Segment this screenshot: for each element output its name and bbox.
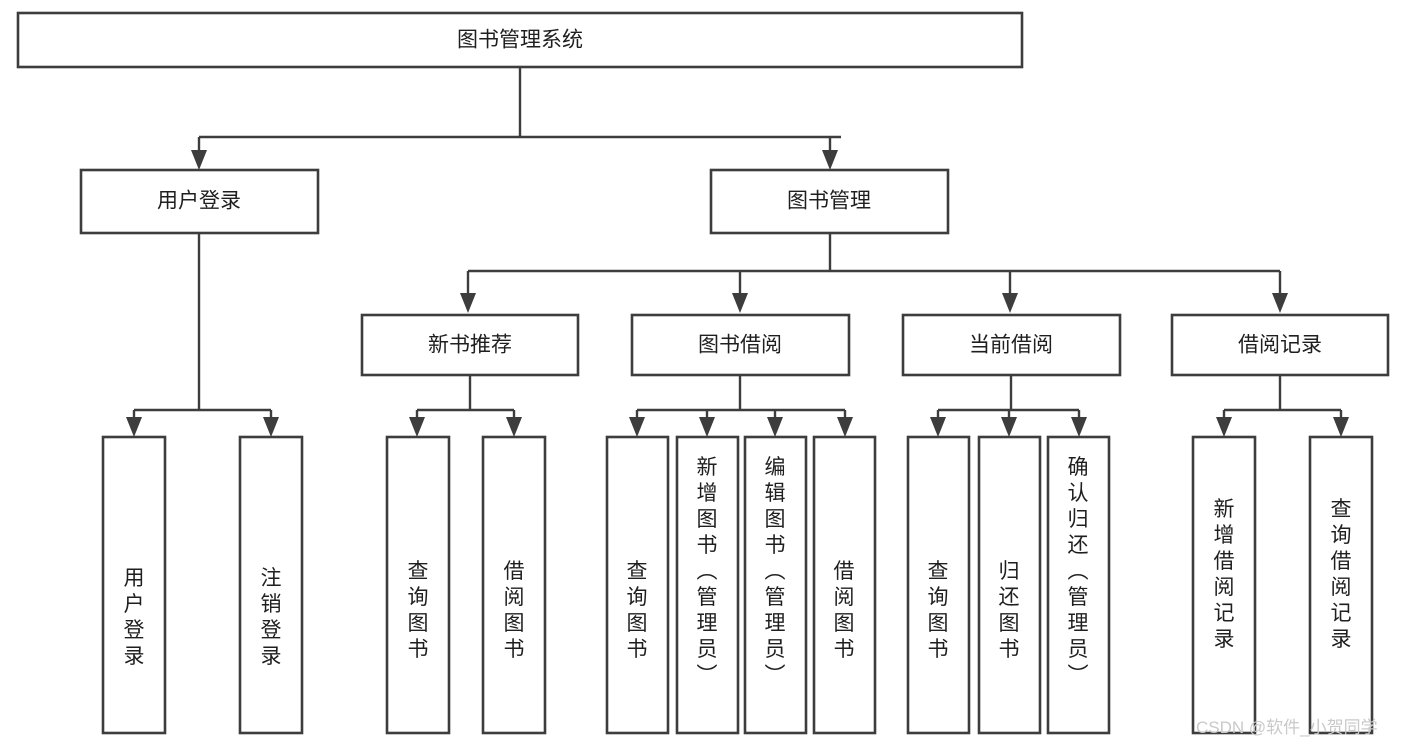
node-new-book-recommend-box[interactable] — [360, 313, 580, 377]
node-new-book-recommend-label: 新书推荐 — [428, 334, 512, 357]
node-leaf-borrow-book-1-box[interactable] — [481, 435, 547, 735]
node-leaf-query-book-1-box[interactable] — [385, 435, 451, 735]
node-book-manage-label: 图书管理 — [787, 190, 871, 213]
node-user-login-box[interactable] — [79, 168, 320, 235]
node-leaf-query-book-3[interactable]: 查询图书 — [906, 435, 971, 735]
node-borrow-record-box[interactable] — [1170, 313, 1390, 377]
node-current-borrow-box[interactable] — [901, 313, 1122, 377]
watermark-text: CSDN @软件_小贺同学 — [1196, 718, 1378, 737]
node-leaf-add-record-box[interactable] — [1191, 435, 1257, 735]
node-leaf-query-book-3-label: 查询图书 — [928, 560, 949, 661]
node-leaf-query-book-3-box[interactable] — [906, 435, 971, 735]
node-leaf-add-record-label: 新增借阅记录 — [1214, 498, 1235, 651]
connector-group-user-login — [126, 233, 279, 437]
node-leaf-user-login-label: 用户登录 — [124, 567, 145, 668]
node-leaf-borrow-book-2[interactable]: 借阅图书 — [812, 435, 877, 735]
node-leaf-edit-book-box[interactable] — [743, 435, 808, 735]
connector-group-new-book — [409, 375, 522, 437]
node-leaf-return-book-box[interactable] — [977, 435, 1042, 735]
node-leaf-add-book[interactable]: 新增图书︵管理员︶ — [675, 435, 740, 735]
node-leaf-logout[interactable]: 注销登录 — [238, 435, 304, 735]
node-leaf-logout-box[interactable] — [238, 435, 304, 735]
node-leaf-borrow-book-2-label: 借阅图书 — [834, 560, 855, 661]
node-leaf-confirm-return[interactable]: 确认归还︵管理员︶ — [1046, 435, 1111, 735]
node-leaf-add-record[interactable]: 新增借阅记录 — [1191, 435, 1257, 735]
node-leaf-query-book-1[interactable]: 查询图书 — [385, 435, 451, 735]
node-book-borrow[interactable]: 图书借阅 — [630, 313, 851, 377]
node-book-borrow-box[interactable] — [630, 313, 851, 377]
node-leaf-query-book-1-label: 查询图书 — [408, 560, 429, 661]
node-root-label: 图书管理系统 — [457, 29, 583, 52]
node-leaf-query-book-2-label: 查询图书 — [627, 560, 648, 661]
node-root[interactable]: 图书管理系统 — [16, 11, 1024, 69]
node-book-manage[interactable]: 图书管理 — [709, 168, 950, 235]
node-user-login[interactable]: 用户登录 — [79, 168, 320, 235]
node-leaf-return-book[interactable]: 归还图书 — [977, 435, 1042, 735]
node-leaf-user-login[interactable]: 用户登录 — [101, 435, 167, 735]
connector-group-borrow-record — [1216, 375, 1349, 437]
node-leaf-query-record-label: 查询借阅记录 — [1331, 498, 1352, 651]
node-leaf-query-book-2[interactable]: 查询图书 — [605, 435, 670, 735]
node-leaf-query-record-box[interactable] — [1308, 435, 1374, 735]
node-leaf-return-book-label: 归还图书 — [999, 560, 1020, 661]
node-leaf-user-login-box[interactable] — [101, 435, 167, 735]
node-leaf-borrow-book-1-label: 借阅图书 — [504, 560, 525, 661]
node-user-login-label: 用户登录 — [157, 190, 241, 213]
node-leaf-edit-book[interactable]: 编辑图书︵管理员︶ — [743, 435, 808, 735]
node-book-borrow-label: 图书借阅 — [698, 334, 782, 357]
node-leaf-borrow-book-1[interactable]: 借阅图书 — [481, 435, 547, 735]
node-book-manage-box[interactable] — [709, 168, 950, 235]
node-new-book-recommend[interactable]: 新书推荐 — [360, 313, 580, 377]
node-leaf-confirm-return-box[interactable] — [1046, 435, 1111, 735]
connector-group-book-manage — [460, 233, 1288, 313]
connector-group-book-borrow — [629, 375, 853, 437]
node-root-box[interactable] — [16, 11, 1024, 69]
node-current-borrow[interactable]: 当前借阅 — [901, 313, 1122, 377]
node-leaf-logout-label: 注销登录 — [261, 567, 282, 668]
node-leaf-borrow-book-2-box[interactable] — [812, 435, 877, 735]
node-leaf-query-book-2-box[interactable] — [605, 435, 670, 735]
node-leaf-confirm-return-label: 确认归还︵管理员︶ — [1068, 456, 1089, 687]
node-borrow-record-label: 借阅记录 — [1238, 334, 1322, 357]
node-leaf-add-book-label: 新增图书︵管理员︶ — [697, 456, 718, 687]
connector-group-current-borrow — [930, 375, 1087, 437]
connector-group-root — [191, 67, 841, 170]
node-leaf-query-record[interactable]: 查询借阅记录 — [1308, 435, 1374, 735]
node-leaf-add-book-box[interactable] — [675, 435, 740, 735]
node-leaf-edit-book-label: 编辑图书︵管理员︶ — [765, 456, 786, 687]
node-current-borrow-label: 当前借阅 — [969, 334, 1053, 357]
node-borrow-record[interactable]: 借阅记录 — [1170, 313, 1390, 377]
